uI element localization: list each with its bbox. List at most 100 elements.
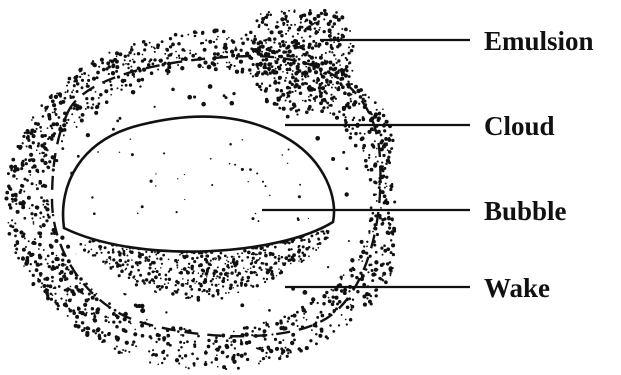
emulsion-particle <box>273 41 275 43</box>
emulsion-particle <box>214 45 218 49</box>
emulsion-particle <box>305 66 307 68</box>
emulsion-particle <box>325 81 328 84</box>
emulsion-particle <box>22 142 24 144</box>
emulsion-particle <box>239 60 243 64</box>
emulsion-particle <box>134 329 136 331</box>
emulsion-particle <box>325 92 328 95</box>
emulsion-particle <box>308 25 311 28</box>
cloud-particle <box>281 93 285 97</box>
cloud-particle <box>243 327 246 330</box>
emulsion-particle <box>86 83 88 85</box>
emulsion-particle <box>285 347 287 349</box>
emulsion-particle <box>117 315 120 318</box>
emulsion-particle <box>134 53 136 55</box>
emulsion-particle <box>284 326 288 330</box>
wake-particle <box>215 278 216 279</box>
emulsion-particle <box>332 112 335 115</box>
wake-particle <box>119 259 123 263</box>
emulsion-particle <box>81 67 83 69</box>
emulsion-particle <box>151 46 153 48</box>
emulsion-particle <box>226 66 228 68</box>
wake-particle <box>282 262 286 266</box>
emulsion-particle <box>263 329 267 333</box>
emulsion-particle <box>194 341 196 343</box>
emulsion-particle <box>40 286 42 288</box>
wake-particle <box>262 262 264 264</box>
emulsion-particle <box>376 200 378 202</box>
emulsion-particle <box>36 122 40 126</box>
emulsion-particle <box>26 179 29 182</box>
emulsion-particle <box>14 251 17 254</box>
wake-particle <box>126 264 128 266</box>
emulsion-particle <box>359 255 363 259</box>
emulsion-particle <box>122 349 124 351</box>
emulsion-particle <box>314 31 317 34</box>
emulsion-particle <box>320 327 324 331</box>
emulsion-particle <box>75 79 78 82</box>
emulsion-particle <box>267 347 270 350</box>
emulsion-particle <box>128 320 131 323</box>
emulsion-particle <box>275 60 279 64</box>
emulsion-particle <box>46 199 49 202</box>
emulsion-particle <box>178 349 180 351</box>
emulsion-particle <box>60 297 62 299</box>
emulsion-particle <box>67 81 70 84</box>
emulsion-particle <box>299 92 303 96</box>
emulsion-particle <box>309 9 312 12</box>
emulsion-particle <box>108 302 111 305</box>
emulsion-particle <box>321 54 323 56</box>
emulsion-particle <box>260 89 262 91</box>
emulsion-particle <box>258 52 261 55</box>
emulsion-particle <box>193 345 196 348</box>
wake-particle <box>188 263 190 265</box>
cloud-particle <box>320 109 324 113</box>
emulsion-particle <box>284 80 286 82</box>
emulsion-particle <box>72 309 75 312</box>
emulsion-particle <box>370 302 373 305</box>
emulsion-particle <box>382 154 385 157</box>
wake-particle <box>317 243 319 245</box>
emulsion-particle <box>356 89 360 93</box>
emulsion-particle <box>292 62 295 65</box>
emulsion-particle <box>187 34 189 36</box>
wake-particle <box>165 274 168 277</box>
emulsion-particle <box>70 298 72 300</box>
emulsion-particle <box>169 53 172 56</box>
emulsion-particle <box>381 162 383 164</box>
emulsion-particle <box>35 268 39 272</box>
emulsion-particle <box>368 157 370 159</box>
emulsion-particle <box>37 145 40 148</box>
emulsion-particle <box>167 335 169 337</box>
emulsion-particle <box>128 51 131 54</box>
emulsion-particle <box>385 176 388 179</box>
emulsion-particle <box>96 76 99 79</box>
emulsion-particle <box>132 73 136 77</box>
emulsion-particle <box>159 59 163 63</box>
emulsion-particle <box>294 42 298 46</box>
wake-particle <box>298 249 301 252</box>
cloud-particle <box>119 117 122 120</box>
emulsion-particle <box>288 10 290 12</box>
wake-particle <box>231 256 233 258</box>
wake-particle <box>159 257 162 260</box>
emulsion-particle <box>276 58 279 61</box>
emulsion-particle <box>279 341 282 344</box>
emulsion-particle <box>59 278 63 282</box>
emulsion-particle <box>346 58 349 61</box>
emulsion-particle <box>290 351 292 353</box>
wake-particle <box>250 262 253 265</box>
wake-particle <box>174 284 176 286</box>
wake-particle <box>323 232 325 234</box>
emulsion-particle <box>381 218 384 221</box>
wake-particle <box>229 284 233 288</box>
emulsion-particle <box>309 94 312 97</box>
emulsion-particle <box>206 352 208 354</box>
emulsion-particle <box>382 108 384 110</box>
emulsion-particle <box>39 235 42 238</box>
emulsion-particle <box>181 57 184 60</box>
emulsion-particle <box>107 65 111 69</box>
emulsion-particle <box>69 96 72 99</box>
emulsion-particle <box>59 125 61 127</box>
wake-particle <box>135 283 138 286</box>
emulsion-particle <box>151 354 153 356</box>
